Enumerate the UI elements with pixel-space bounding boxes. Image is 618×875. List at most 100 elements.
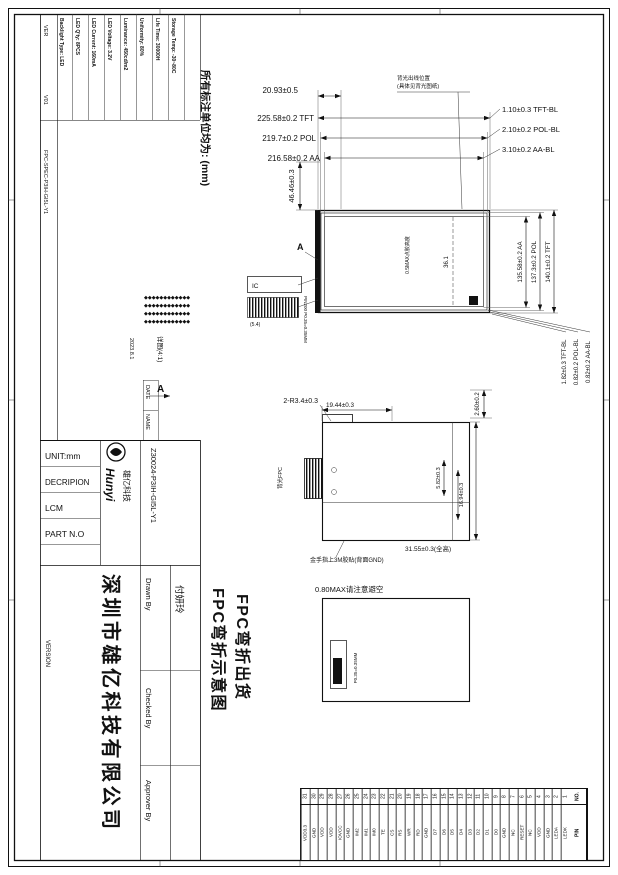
dim-blr-aa: 0.82±0.2 AA-BL	[586, 340, 592, 383]
fpc-bond-bar	[315, 210, 321, 313]
pin-number: 16	[431, 789, 440, 804]
dim-width-pol: 219.7±0.2 POL	[262, 134, 316, 143]
ver-value: V01	[42, 95, 48, 105]
pin-number: 14	[448, 789, 458, 804]
dim-width-tft: 225.58±0.2 TFT	[257, 114, 314, 123]
dim-fold-d2: 16.94±0.3	[459, 483, 465, 507]
part-number-value: Z30024-P3IH-GI5L-Y1	[149, 448, 158, 523]
detail-scale-label: 详图(4:1)	[156, 336, 165, 362]
spec-row-3: LED Current: 160mA	[90, 18, 96, 67]
dim-blr-pol: 0.82±0.2 POL-BL	[574, 338, 580, 385]
dim-bl-pol: 2.10±0.2 POL-BL	[502, 125, 560, 134]
pin-name: VDD	[327, 805, 336, 860]
pin-number: 28	[327, 789, 336, 804]
pin-name-header: PIN	[569, 805, 587, 860]
dim-corner-r: 2-R3.4±0.3	[283, 398, 318, 405]
pin-number: 23	[370, 789, 380, 804]
dim-bl-tft: 1.10±0.3 TFT-BL	[502, 105, 558, 114]
spec-row-1: Backlight Type: LED	[58, 18, 64, 67]
spec-row-2: LED Q'ty: 8PCS	[74, 18, 80, 56]
ic-label: IC	[252, 283, 259, 290]
drawn-by-label: Drawn By	[144, 578, 153, 611]
tail-pin-note: P0.35=0.35MM	[353, 652, 358, 683]
avoid-note: 0.80MAX请注意避空	[315, 584, 383, 594]
date-value: 2023.8.1	[128, 338, 134, 359]
panel-tft-outline	[317, 209, 491, 314]
pin-number: 19	[405, 789, 414, 804]
pin-name: NC	[526, 805, 536, 860]
top-dimensions: 20.93±0.5 225.58±0.2 TFT 219.7±0.2 POL 2…	[257, 74, 560, 216]
dim-height-pol: 137.3±0.2 POL	[531, 240, 538, 283]
company-logo: Hunyi 雄亿科技	[103, 442, 132, 502]
gold-finger-note: 金手指上3M胶贴(背面GND)	[310, 556, 384, 564]
dim-fold-h: 31.55±0.3(全高)	[405, 544, 451, 553]
pin-name: GND	[422, 805, 432, 860]
tail-dim: (5.4)	[250, 322, 261, 328]
pin-name: VDD	[318, 805, 328, 860]
dim-width-aa: 216.58±0.2 AA	[268, 154, 321, 163]
date-name-grid	[143, 380, 159, 440]
ic-pin-note: PIN200 P0.35=0.35MM	[303, 296, 308, 343]
drawn-by-value: 付妍玲	[173, 585, 185, 614]
pin-number: 17	[422, 789, 432, 804]
goldfinger-detail-view: ◆◆◆◆◆◆◆◆◆◆◆◆ ◆◆◆◆◆◆◆◆◆◆◆◆ ◆◆◆◆◆◆◆◆◆◆◆◆ ◆…	[144, 295, 190, 399]
goldfinger-row: ◆◆◆◆◆◆◆◆◆◆◆◆	[144, 295, 190, 301]
logo-name: Hunyi	[103, 468, 117, 502]
pin-name: D4	[457, 805, 466, 860]
pin-no-header: NO.	[569, 789, 587, 804]
description-label: DECRIPION	[45, 478, 90, 487]
spec-row-8: Storage Temp: -30~80C	[170, 18, 176, 74]
pin-name: LEDA	[552, 805, 562, 860]
dim-fold-w: 19.44±0.3	[326, 402, 354, 409]
view-a-letter: A	[157, 384, 164, 395]
pin-name: D7	[431, 805, 440, 860]
panel-drawing: 36.1 0.5MAX点胶高度 A IC PIN200 P0.35=0.35MM…	[247, 209, 491, 343]
spec-row-6: Uniformity: 80%	[138, 18, 144, 57]
version-label: VERSION	[44, 640, 50, 667]
dim-height-tft: 140.1±0.2 TFT	[545, 241, 552, 282]
spec-row-7: Life Time: 30000H	[154, 18, 160, 61]
pin-number: 8	[500, 789, 510, 804]
name-label: NAME	[144, 414, 150, 430]
goldfinger-row: ◆◆◆◆◆◆◆◆◆◆◆◆	[144, 303, 190, 309]
pin-name: RS	[396, 805, 406, 860]
pin-name: IM0	[370, 805, 380, 860]
pin-name: WR	[405, 805, 414, 860]
approved-by-label: Approver By	[144, 780, 153, 822]
center-dim: 36.1	[444, 256, 450, 268]
pin-name: LEDK	[561, 805, 570, 860]
pin-name: IM2	[353, 805, 362, 860]
pin-number: 10	[483, 789, 492, 804]
pin-name: D1	[483, 805, 492, 860]
pin-name: TE	[379, 805, 388, 860]
doc-code: FPC-SPEC-P3IH-GI5L-Y1	[42, 150, 48, 214]
fpc-side-note: 背光FPC	[276, 467, 284, 489]
dim-bl-aa: 3.10±0.2 AA-BL	[502, 145, 555, 154]
pin-name: NC	[509, 805, 518, 860]
spec-row-5: Luminance: 450cd/m2	[122, 18, 128, 70]
spec-row-4: LED Voltage: 3.2V	[106, 18, 112, 61]
dim-height-aa: 135.58±0.2 AA	[517, 241, 524, 283]
fold-schematic-title: FPC弯折示意图	[209, 588, 228, 712]
date-label: DATE	[144, 385, 150, 400]
pin-name: GND	[344, 805, 354, 860]
logo-cn: 雄亿科技	[122, 470, 132, 502]
goldfinger-row: ◆◆◆◆◆◆◆◆◆◆◆◆	[144, 311, 190, 317]
pin-number: 20	[396, 789, 406, 804]
pin-number: 11	[474, 789, 484, 804]
glue-height-note: 0.5MAX点胶高度	[404, 236, 411, 274]
title-block: UNIT:mm DECRIPION LCM PART N.O Z30024-P3…	[40, 440, 201, 861]
units-note: 所有标注单位均为: (mm)	[199, 70, 212, 186]
fold-shipping-title: FPC弯折出货	[233, 594, 252, 701]
panel-aa-outline	[324, 216, 484, 307]
pin-name: VDD	[535, 805, 544, 860]
fpc-ship-view: 0.80MAX请注意避空 P0.35=0.35MM	[315, 584, 471, 703]
pin-number: 26	[344, 789, 354, 804]
left-strip: Backlight Type: LED LED Q'ty: 8PCS LED C…	[40, 14, 212, 861]
dim-fold-gap: 2.60±0.2	[475, 392, 481, 416]
pin-number: 29	[318, 789, 328, 804]
